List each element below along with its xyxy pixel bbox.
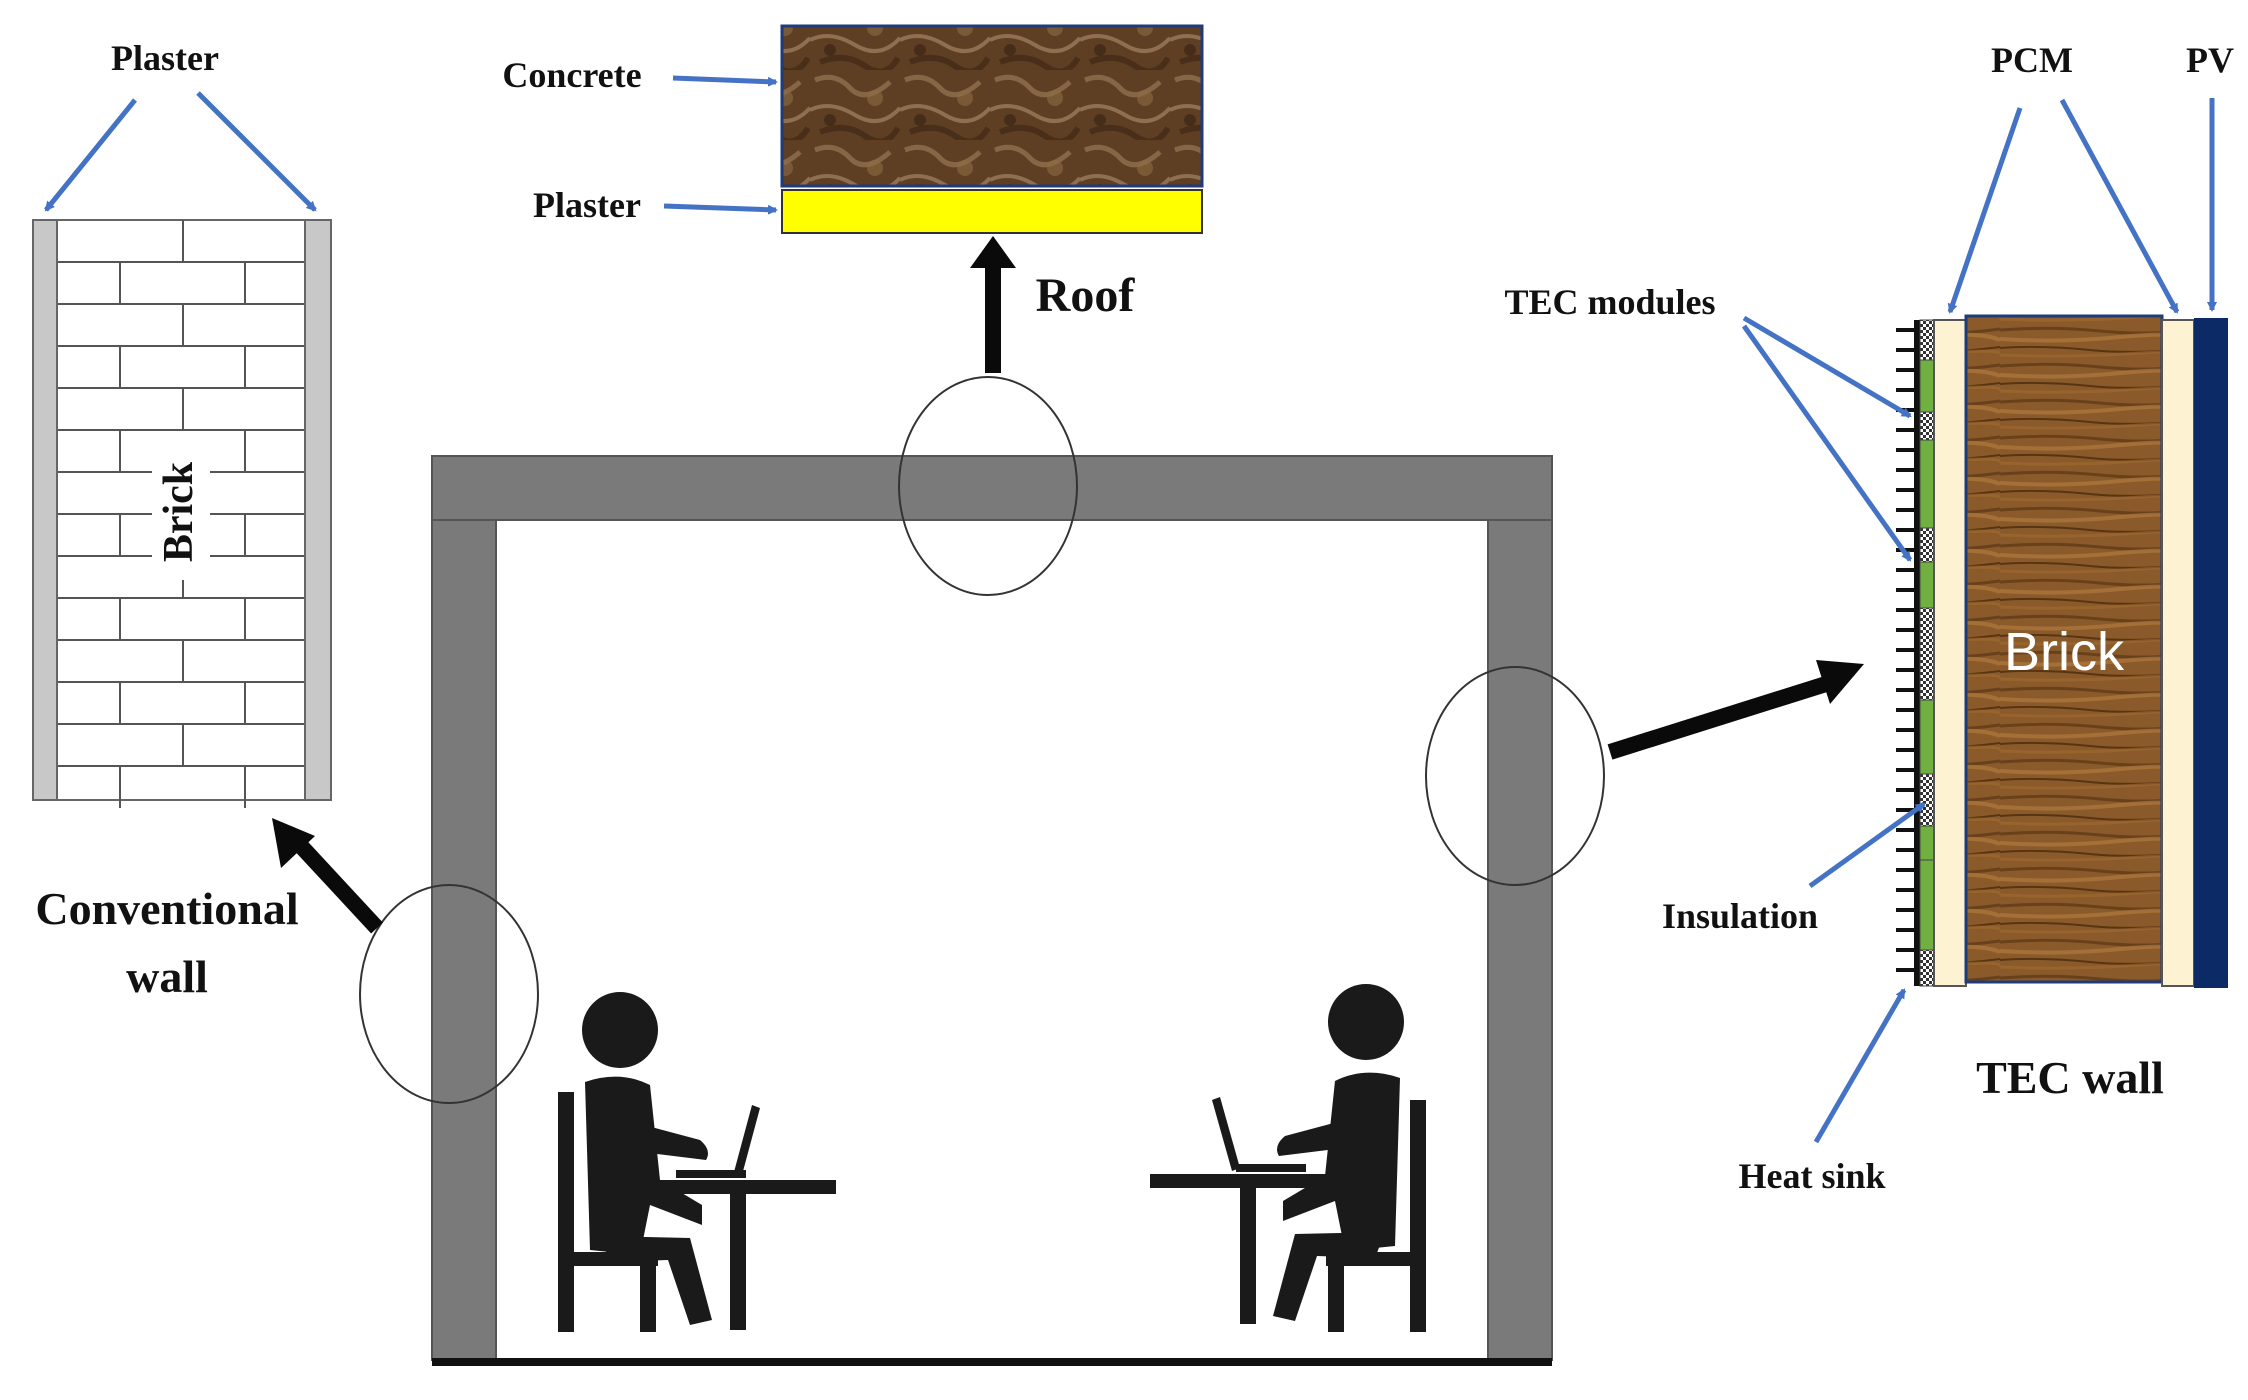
roof-label: Roof [1036, 269, 1136, 322]
plaster-layer-outer [32, 219, 58, 801]
pcm-layer-inner [2161, 319, 2195, 987]
conventional-wall-pointer-arrow [272, 818, 383, 934]
roof-detail [780, 24, 1204, 234]
tec-wall-callout-circle [1425, 666, 1605, 886]
brick-mortar-lines [57, 220, 305, 808]
pcm-arrow-2 [2059, 98, 2180, 314]
roof-plaster-arrow [663, 203, 778, 215]
person-with-laptop-icon [558, 992, 836, 1332]
plaster-left-arrow-2 [196, 91, 317, 212]
conventional-wall-label-line1: Conventional [35, 883, 298, 934]
plaster-layer-inner [304, 219, 332, 801]
tec-insulation-column [1919, 319, 1935, 987]
concrete-layer [780, 24, 1204, 188]
pcm-arrow-1 [1947, 107, 2023, 314]
tec-modules-arrow-2 [1741, 324, 1913, 562]
room-right-wall [1487, 519, 1553, 1361]
concrete-arrow [672, 75, 778, 87]
tec-wall-detail: Brick [1896, 314, 2228, 988]
brick-layer-tec [1964, 314, 2164, 984]
roof-pointer-arrow [970, 236, 1016, 373]
pcm-layer-outer [1933, 319, 1967, 987]
roof-callout-circle [898, 376, 1078, 596]
conventional-wall-label-line2: wall [126, 951, 208, 1002]
pv-label: PV [2186, 40, 2234, 80]
heat-sink-fins [1896, 328, 1916, 972]
room-roof-slab [431, 455, 1553, 521]
brick-label-conventional: Brick [156, 461, 202, 562]
brick-label-tec: Brick [2004, 622, 2125, 682]
plaster-label-left: Plaster [111, 38, 219, 78]
room-left-wall [431, 519, 497, 1361]
heat-sink-base [1914, 320, 1920, 986]
conventional-wall-callout-circle [359, 884, 539, 1104]
pcm-label: PCM [1991, 40, 2073, 80]
tec-wall-pointer-arrow [1607, 660, 1864, 760]
roof-plaster-label: Plaster [533, 185, 641, 225]
heat-sink-arrow [1813, 988, 1907, 1144]
concrete-label: Concrete [502, 55, 641, 95]
tec-modules-label: TEC modules [1504, 282, 1715, 322]
plaster-left-arrow-1 [44, 98, 137, 212]
person-with-laptop-icon [1150, 984, 1426, 1332]
insulation-label: Insulation [1662, 896, 1818, 936]
conventional-wall-detail: Brick [32, 219, 332, 808]
pv-layer [2194, 318, 2228, 988]
tec-modules-arrow-1 [1742, 315, 1912, 419]
room [431, 455, 1553, 1366]
heat-sink-label: Heat sink [1738, 1156, 1885, 1196]
tec-wall-label: TEC wall [1976, 1052, 2164, 1103]
brick-label-backdrop [152, 440, 210, 580]
roof-plaster-layer [781, 189, 1203, 234]
insulation-arrow [1808, 801, 1926, 889]
